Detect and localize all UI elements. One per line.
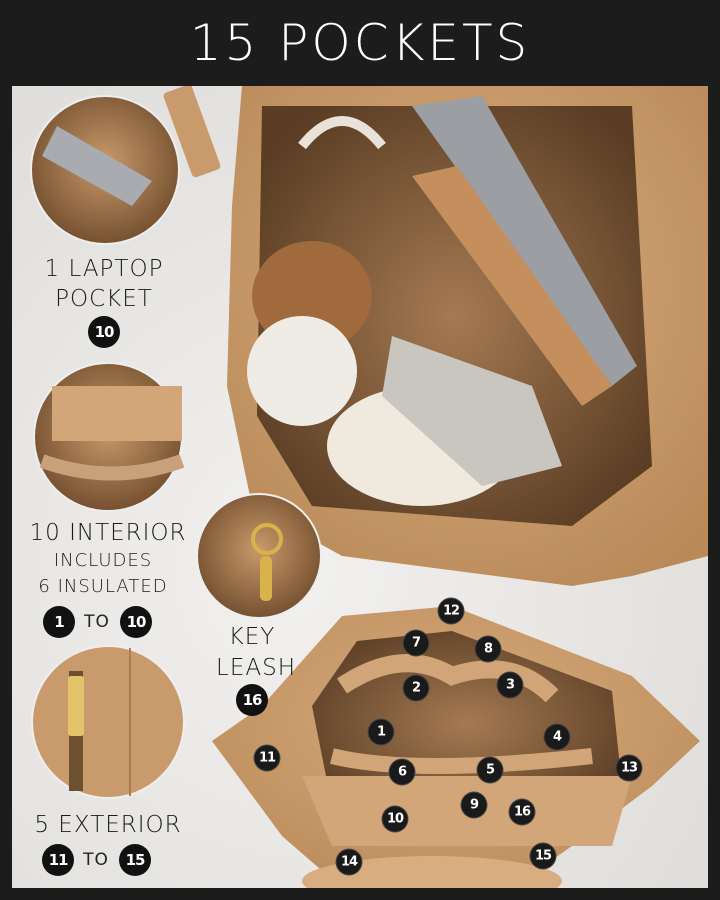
pocket-badge-15: 15 <box>119 844 151 876</box>
pocket-marker-14: 14 <box>335 848 363 876</box>
pocket-marker-12: 12 <box>437 597 465 625</box>
pocket-marker-11: 11 <box>253 744 281 772</box>
pocket-marker-5: 5 <box>476 756 504 784</box>
interior-label-line2: INCLUDES <box>53 550 153 571</box>
pocket-marker-6: 6 <box>388 758 416 786</box>
range-to-text: TO <box>84 612 110 632</box>
exterior-zipper-detail-circle <box>31 645 185 799</box>
range-to-text: TO <box>83 850 109 870</box>
pocket-marker-16: 16 <box>508 798 536 826</box>
pocket-marker-8: 8 <box>474 635 502 663</box>
key-leash-detail-circle <box>196 493 322 619</box>
pocket-badge-1: 1 <box>43 606 75 638</box>
key-leash-label-line1: KEY <box>228 624 276 650</box>
pocket-marker-9: 9 <box>460 791 488 819</box>
page-title: 15 POCKETS <box>189 14 531 72</box>
pocket-marker-13: 13 <box>615 754 643 782</box>
pocket-badge-11: 11 <box>42 844 74 876</box>
pocket-marker-10: 10 <box>381 805 409 833</box>
interior-label-line3: 6 INSULATED <box>38 576 168 597</box>
interior-label-line1: 10 INTERIOR <box>29 520 187 546</box>
pocket-badge-16: 16 <box>236 684 268 716</box>
interior-pocket-detail-circle <box>33 362 185 512</box>
exterior-label: 5 EXTERIOR <box>34 812 182 838</box>
bottom-bag-open <box>212 606 700 888</box>
product-photo: 1 LAPTOP POCKET 10 10 INTERIOR INCLUDES … <box>12 86 708 888</box>
pocket-marker-2: 2 <box>402 674 430 702</box>
pocket-badge-10: 10 <box>88 316 120 348</box>
top-bag-open <box>163 86 708 586</box>
laptop-label-line2: POCKET <box>55 286 153 312</box>
pocket-marker-1: 1 <box>367 718 395 746</box>
pocket-marker-15: 15 <box>529 842 557 870</box>
key-leash-label-line2: LEASH <box>216 655 296 681</box>
pocket-badge-10: 10 <box>120 606 152 638</box>
pocket-marker-4: 4 <box>543 723 571 751</box>
bag-illustration <box>30 86 708 888</box>
laptop-pocket-detail-circle <box>30 95 180 245</box>
pocket-marker-7: 7 <box>402 629 430 657</box>
laptop-label-line1: 1 LAPTOP <box>44 256 164 282</box>
pocket-marker-3: 3 <box>496 671 524 699</box>
